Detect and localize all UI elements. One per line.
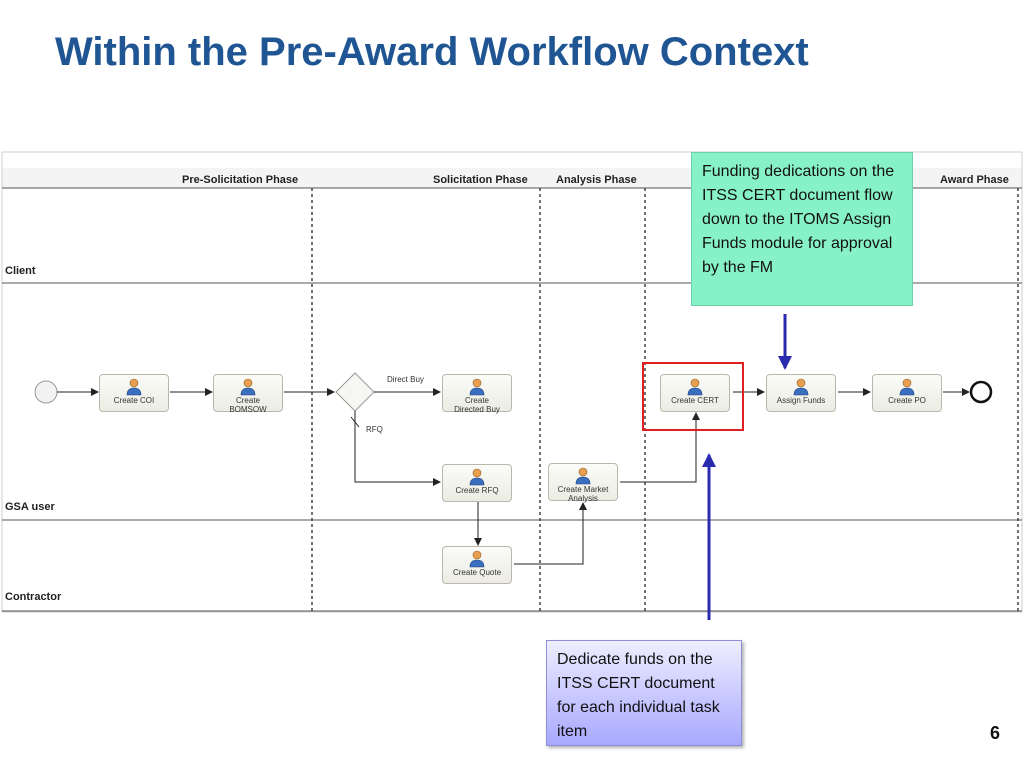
task-label: Create PO	[888, 396, 926, 405]
person-icon	[126, 378, 142, 396]
task-label: Analysis	[568, 494, 598, 503]
person-icon	[793, 378, 809, 396]
lane-label-contractor: Contractor	[5, 591, 62, 603]
task-create-market-analysis[interactable]: Create Market Analysis	[548, 463, 618, 503]
slide-title: Within the Pre-Award Workflow Context	[55, 30, 809, 74]
task-assign-funds[interactable]: Assign Funds	[766, 374, 836, 412]
highlight-box-create-cert	[642, 362, 744, 431]
task-label: Create Quote	[452, 568, 502, 577]
person-icon	[240, 378, 256, 396]
person-icon	[469, 378, 485, 396]
task-create-quote[interactable]: Create Quote	[442, 546, 512, 584]
decision-gateway	[335, 372, 375, 412]
person-icon	[469, 468, 485, 486]
callout-dedicate-funds: Dedicate funds on the ITSS CERT document…	[546, 640, 742, 746]
task-label: Create Market	[557, 485, 609, 494]
person-icon	[469, 550, 485, 568]
task-create-rfq[interactable]: Create RFQ	[442, 464, 512, 502]
edge-label-rfq: RFQ	[366, 425, 383, 434]
lane-label-gsa-user: GSA user	[5, 501, 55, 513]
person-icon	[575, 467, 591, 485]
task-label: Create RFQ	[455, 486, 499, 495]
phase-label-pre-solicitation: Pre-Solicitation Phase	[182, 174, 299, 186]
callout-funding-dedications: Funding dedications on the ITSS CERT doc…	[691, 152, 913, 306]
person-icon	[687, 378, 703, 396]
task-label: Create CERT	[671, 396, 719, 405]
task-create-directed-buy[interactable]: Create Directed Buy	[442, 374, 512, 414]
phase-label-award: Award Phase	[940, 174, 1009, 186]
edge-label-direct-buy: Direct Buy	[387, 375, 424, 384]
task-label: Create	[235, 396, 260, 405]
task-label: Create	[464, 396, 489, 405]
end-event	[969, 380, 993, 404]
task-create-cert[interactable]: Create CERT	[660, 374, 730, 412]
start-event	[34, 380, 58, 404]
diagram-frame	[1, 151, 1023, 613]
task-label: Directed Buy	[454, 405, 500, 414]
phase-label-analysis: Analysis Phase	[556, 174, 637, 186]
lane-label-client: Client	[5, 265, 36, 277]
task-create-bomsow[interactable]: Create BOMSOW	[213, 374, 283, 414]
page-number: 6	[990, 723, 1001, 743]
task-label: Create COI	[113, 396, 155, 405]
task-create-po[interactable]: Create PO	[872, 374, 942, 412]
task-label: Assign Funds	[776, 396, 826, 405]
task-create-coi[interactable]: Create COI	[99, 374, 169, 412]
task-label: BOMSOW	[229, 405, 267, 414]
person-icon	[899, 378, 915, 396]
phase-label-solicitation: Solicitation Phase	[433, 174, 528, 186]
